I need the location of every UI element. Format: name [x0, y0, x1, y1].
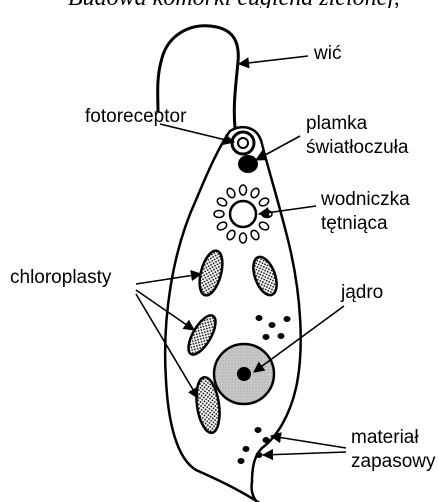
label-wic: wić: [314, 42, 341, 66]
label-wodniczka-tetniaca: wodniczka tętniąca: [321, 188, 410, 236]
photoreceptor: [232, 132, 254, 154]
label-material-line1: materiał: [351, 426, 436, 450]
label-plamka-line2: światłoczuła: [306, 136, 408, 160]
label-jadro: jądro: [341, 281, 383, 305]
eyespot: [238, 155, 258, 173]
label-fotoreceptor: fotoreceptor: [85, 105, 186, 129]
label-plamka-swiatloczula: plamka światłoczuła: [306, 112, 408, 160]
label-wodniczka-line2: tętniąca: [321, 212, 410, 236]
leader-material-2: [263, 452, 346, 455]
label-material-line2: zapasowy: [351, 450, 436, 474]
nucleus: [214, 344, 274, 404]
label-wodniczka-line1: wodniczka: [321, 188, 410, 212]
label-chloroplasty: chloroplasty: [10, 266, 111, 290]
leader-material-1: [271, 436, 346, 448]
label-plamka-line1: plamka: [306, 112, 408, 136]
label-material-zapasowy: materiał zapasowy: [351, 426, 436, 474]
cell-body-outline: [165, 127, 301, 502]
leader-wic: [239, 56, 308, 64]
